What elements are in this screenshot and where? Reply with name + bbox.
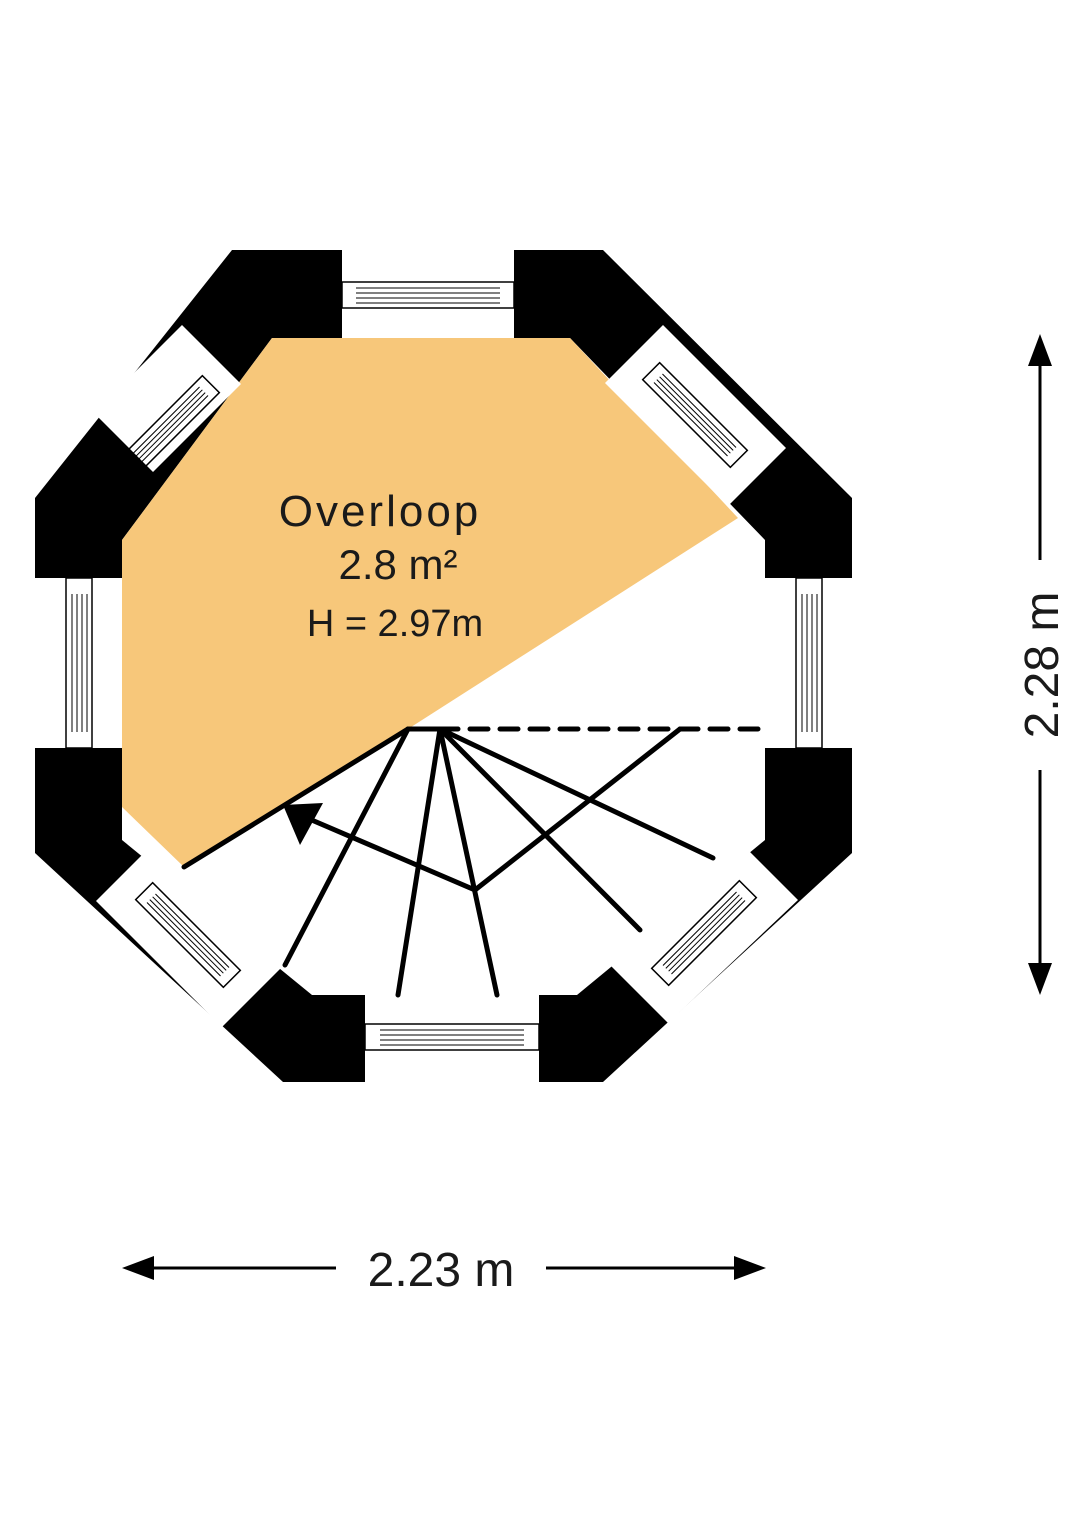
stair-tread: [437, 726, 500, 998]
width-label: 2.23 m: [368, 1244, 515, 1297]
room-area-overloop: [122, 338, 738, 867]
stair-tread: [282, 726, 411, 968]
arrow-left-icon: [122, 1256, 154, 1280]
stair-tread: [437, 726, 643, 933]
arrow-up-icon: [1028, 334, 1052, 366]
window-bottom-left: [96, 842, 281, 1027]
window-bottom: [364, 995, 540, 1082]
arrow-down-icon: [1028, 963, 1052, 995]
height-dimension: 2.28 m: [1016, 334, 1069, 995]
room-name: Overloop: [279, 487, 482, 536]
window-top: [341, 250, 515, 338]
room-area: 2.8 m²: [338, 541, 457, 588]
arrow-right-icon: [734, 1256, 766, 1280]
room-height: H = 2.97m: [307, 603, 483, 645]
window-right: [765, 577, 852, 749]
stair-direction-arrow-icon: [283, 803, 323, 845]
stair-walkline: [472, 726, 683, 893]
width-dimension: 2.23 m: [122, 1244, 766, 1297]
window-bottom-right: [610, 842, 798, 1023]
stair-walkline: [297, 812, 478, 893]
height-label: 2.28 m: [1016, 592, 1069, 739]
window-top-left: [94, 325, 241, 482]
stair-edge-line: [181, 726, 411, 870]
stair-tread: [395, 726, 443, 998]
spiral-staircase: [181, 726, 768, 998]
window-top-right: [605, 325, 786, 506]
stair-tread: [437, 726, 716, 861]
window-left: [35, 577, 122, 749]
